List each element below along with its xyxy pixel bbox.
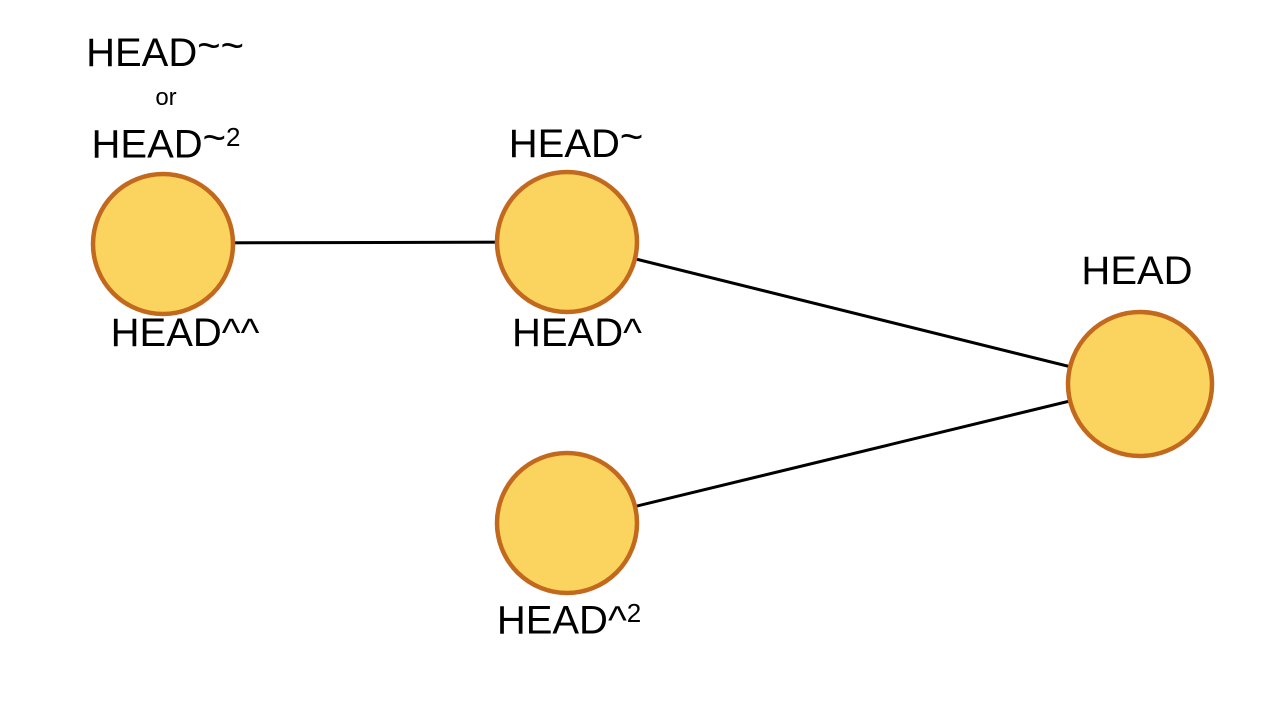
label-or: or (155, 84, 177, 111)
superscript-2: 2 (226, 122, 241, 152)
commit-node-head (1065, 309, 1215, 459)
label-grandparent-alt2: HEAD~2 (91, 115, 241, 167)
label-first-parent-above: HEAD~ (508, 114, 644, 166)
label-second-parent-below: HEAD^2 (496, 598, 642, 643)
label-grandparent-alt1: HEAD~~ (86, 23, 244, 75)
commit-node-second-parent (494, 450, 640, 596)
edge-second-parent-to-head (566, 382, 1141, 525)
tilde-modifier: ~ (619, 114, 644, 159)
commit-node-grandparent (90, 171, 236, 317)
tilde-modifier: ~~ (197, 23, 244, 68)
commit-node-first-parent (494, 169, 640, 315)
tilde-modifier: ~ (202, 115, 227, 160)
label-first-parent-below: HEAD^ (512, 311, 642, 355)
label-grandparent-below: HEAD^^ (110, 311, 260, 355)
superscript-2: 2 (626, 598, 642, 628)
label-head-above: HEAD (1081, 249, 1193, 293)
edge-first-parent-to-head (566, 240, 1141, 386)
